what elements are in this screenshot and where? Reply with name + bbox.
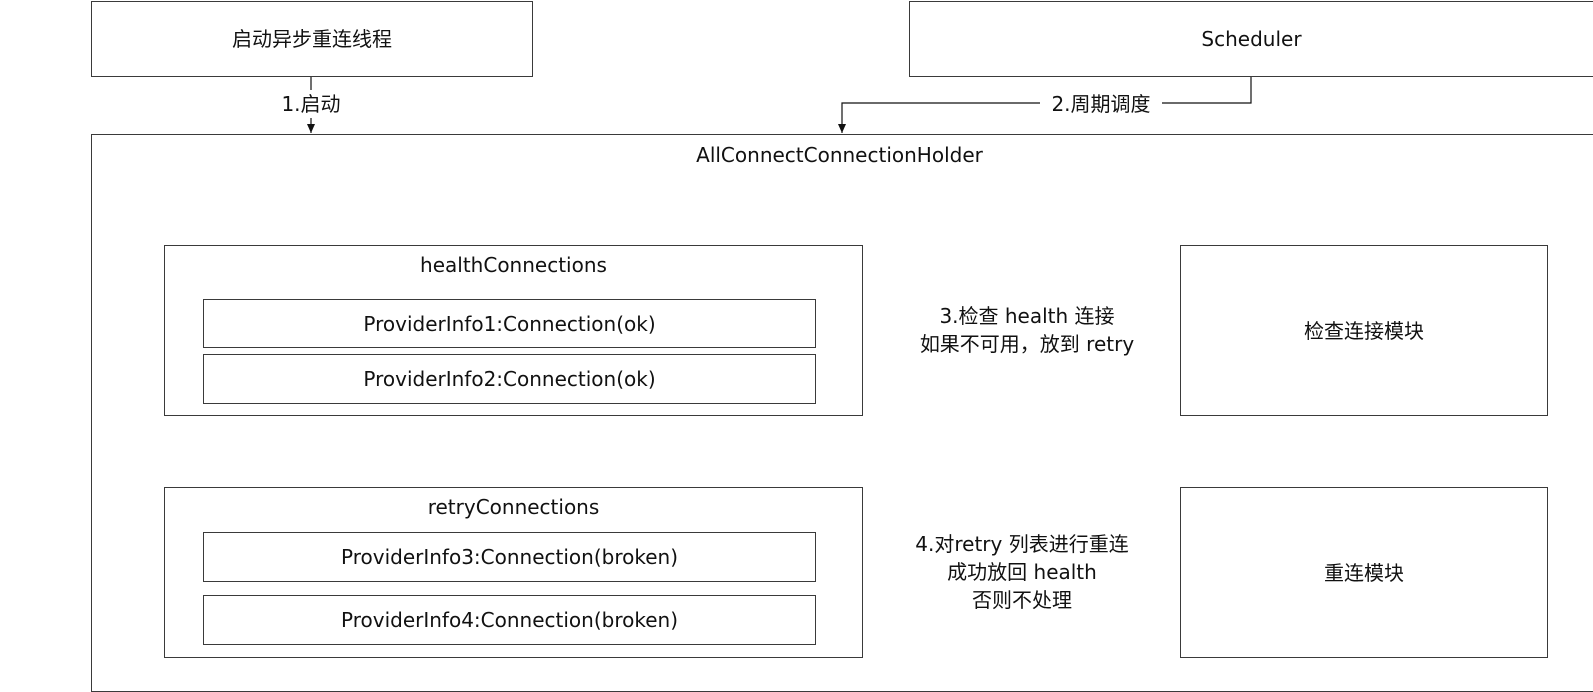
retry-item-2-label: ProviderInfo4:Connection(broken) (341, 608, 678, 632)
reconnect-edge-label: 4.对retry 列表进行重连 成功放回 health 否则不处理 (902, 530, 1142, 614)
check-edge-line-1: 3.检查 health 连接 (939, 304, 1115, 328)
start-edge-label: 1.启动 (276, 90, 346, 118)
health-item-2-label: ProviderInfo2:Connection(ok) (363, 367, 656, 391)
reconnect-edge-line-1: 4.对retry 列表进行重连 (915, 532, 1129, 556)
reconnect-module-label: 重连模块 (1324, 560, 1404, 585)
health-item-1: ProviderInfo1:Connection(ok) (203, 299, 816, 348)
health-connections-title: healthConnections (420, 253, 607, 277)
health-item-1-label: ProviderInfo1:Connection(ok) (363, 311, 656, 336)
reconnect-edge-line-3: 否则不处理 (972, 588, 1072, 612)
retry-item-1: ProviderInfo3:Connection(broken) (203, 532, 816, 582)
retry-connections-title: retryConnections (427, 495, 600, 519)
reconnect-module-node: 重连模块 (1180, 487, 1548, 658)
check-edge-line-2: 如果不可用，放到 retry (919, 332, 1135, 356)
scheduler-label: Scheduler (1201, 27, 1302, 51)
health-connections-group: healthConnections ProviderInfo1:Connecti… (164, 245, 863, 416)
check-edge-label: 3.检查 health 连接 如果不可用，放到 retry (907, 302, 1147, 358)
reconnect-edge-line-2: 成功放回 health (947, 560, 1097, 584)
holder-title: AllConnectConnectionHolder (696, 143, 983, 167)
check-module-node: 检查连接模块 (1180, 245, 1548, 416)
schedule-edge-label: 2.周期调度 (1040, 90, 1162, 118)
async-thread-label: 启动异步重连线程 (232, 27, 392, 51)
start-edge-text: 1.启动 (281, 92, 341, 116)
retry-item-1-label: ProviderInfo3:Connection(broken) (341, 545, 678, 569)
check-module-label: 检查连接模块 (1304, 318, 1424, 343)
scheduler-node: Scheduler (909, 1, 1593, 77)
retry-connections-group: retryConnections ProviderInfo3:Connectio… (164, 487, 863, 658)
async-thread-node: 启动异步重连线程 (91, 1, 533, 77)
health-item-2: ProviderInfo2:Connection(ok) (203, 354, 816, 404)
retry-item-2: ProviderInfo4:Connection(broken) (203, 595, 816, 645)
schedule-edge-text: 2.周期调度 (1051, 92, 1151, 116)
